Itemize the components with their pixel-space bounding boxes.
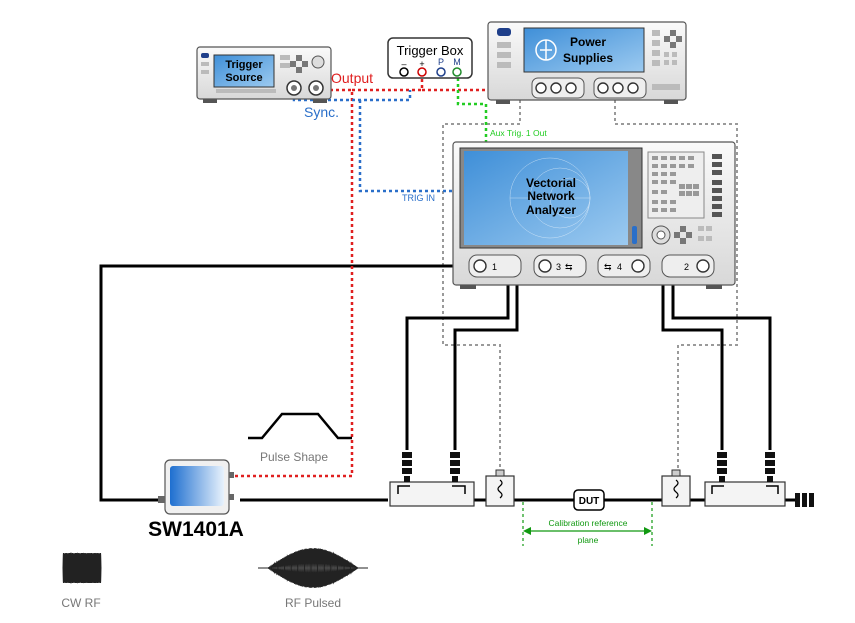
power-supplies-label-2: Supplies: [563, 51, 613, 65]
rf-pulsed-label: RF Pulsed: [285, 596, 341, 610]
sync-label: Sync.: [304, 104, 339, 120]
vna-port-2: 2: [661, 254, 715, 278]
vna-port-1: 1: [468, 254, 522, 278]
sync-signal-line: [292, 90, 460, 193]
pulse-shape-icon: [248, 412, 352, 440]
rf-pulsed-waveform-icon: [258, 548, 368, 588]
cw-rf-waveform-icon: [62, 551, 102, 585]
svg-text:⇆: ⇆: [604, 262, 612, 272]
trigger-source-label-2: Source: [225, 72, 262, 84]
right-bias-tee: [661, 469, 691, 507]
terminal-m-label: M: [453, 57, 461, 67]
power-supplies-label-1: Power: [570, 35, 606, 49]
output-label: Output: [331, 70, 373, 86]
pulse-shape-label: Pulse Shape: [260, 450, 328, 464]
aux-trig-label: Aux Trig. 1 Out: [490, 128, 547, 138]
svg-text:⇆: ⇆: [565, 262, 573, 272]
vna-label-2: Network: [527, 189, 575, 203]
port-1-label: 1: [492, 262, 497, 272]
cw-rf-label: CW RF: [61, 596, 100, 610]
trigger-box: Trigger Box – + P M: [387, 37, 473, 79]
load-termination: [795, 493, 814, 507]
vna-label-3: Analyzer: [526, 203, 576, 217]
sw1401a-switch: [158, 459, 234, 515]
power-supplies-instrument: Power Supplies: [487, 21, 687, 104]
right-coupler: [704, 452, 786, 507]
left-coupler: [389, 452, 475, 507]
port-3-label: 3: [556, 262, 561, 272]
trig-in-label: TRIG IN: [402, 193, 435, 203]
aux-trigger-line: [456, 78, 488, 150]
dut-block: DUT: [573, 489, 605, 511]
vna-port-3: 3 ⇆: [533, 254, 587, 278]
cal-plane-label-2: plane: [578, 535, 599, 545]
sw1401a-label: SW1401A: [148, 518, 244, 541]
cal-plane-label-1: Calibration reference: [549, 518, 628, 528]
trigger-source-instrument: Trigger Source: [196, 46, 332, 103]
trigger-box-title: Trigger Box: [397, 43, 464, 58]
dut-label: DUT: [579, 496, 600, 507]
port-2-label: 2: [684, 262, 689, 272]
trigger-source-label-1: Trigger: [225, 59, 263, 71]
dc-bias-lines: [442, 100, 738, 478]
port-4-label: 4: [617, 262, 622, 272]
vna-port-4: ⇆ 4: [597, 254, 651, 278]
vna-instrument: Vectorial Network Analyzer 1: [452, 141, 736, 289]
terminal-plus-label: +: [419, 59, 424, 69]
left-bias-tee: [485, 469, 515, 507]
terminal-p-label: P: [438, 57, 444, 67]
calibration-plane: Calibration reference plane: [522, 502, 653, 546]
rf-cables: [99, 264, 795, 502]
vna-label-1: Vectorial: [526, 176, 576, 190]
terminal-minus-label: –: [401, 59, 406, 69]
